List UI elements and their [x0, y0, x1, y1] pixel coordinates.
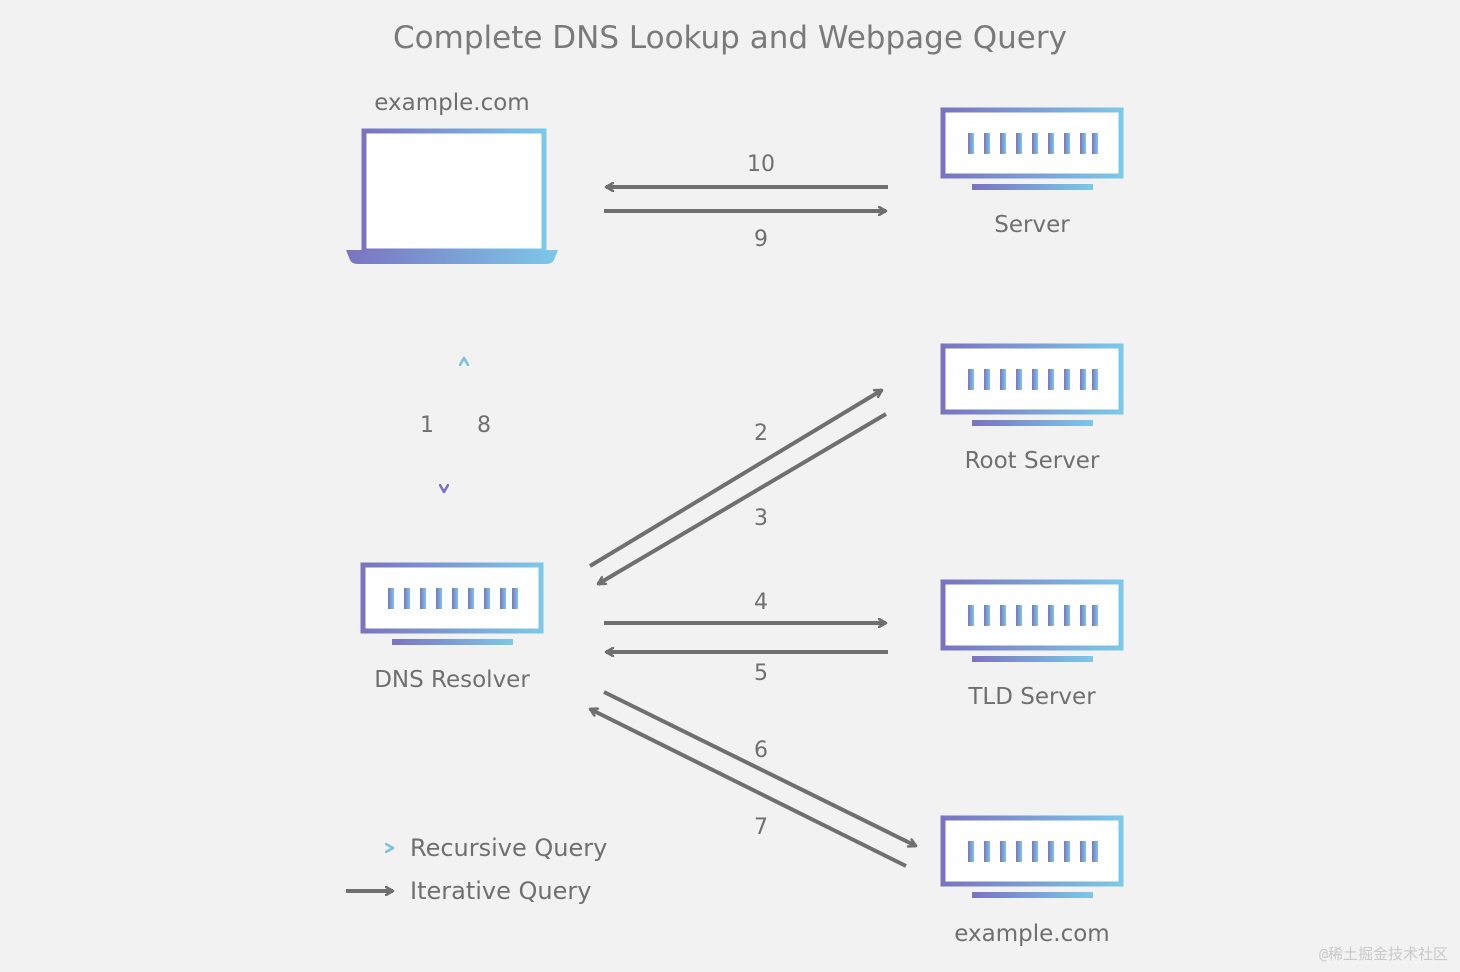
legend-recursive-label: Recursive Query — [410, 834, 607, 862]
watermark: @稀土掘金技术社区 — [1318, 945, 1448, 963]
arrow-step-2 — [588, 388, 882, 568]
dns-resolver-label: DNS Resolver — [374, 667, 530, 693]
step-3-label: 3 — [754, 506, 768, 531]
arrow-step-6 — [603, 690, 916, 848]
step-10-label: 10 — [747, 152, 775, 177]
web-server-icon — [940, 107, 1124, 190]
step-2-label: 2 — [754, 421, 768, 446]
client-label: example.com — [374, 90, 529, 116]
arrow-step-3 — [598, 412, 888, 586]
tld-server-icon — [940, 579, 1124, 662]
step-5-label: 5 — [754, 661, 768, 686]
arrow-step-7 — [590, 707, 907, 868]
root-server-label: Root Server — [965, 448, 1100, 474]
diagram-title: Complete DNS Lookup and Webpage Query — [393, 20, 1067, 56]
authoritative-server-label: example.com — [954, 921, 1109, 947]
step-1-label: 1 — [420, 413, 434, 438]
dns-resolver-icon — [360, 562, 544, 645]
legend: Recursive Query Iterative Query — [346, 834, 607, 905]
root-server-icon — [940, 343, 1124, 426]
web-server-label: Server — [994, 212, 1070, 238]
step-6-label: 6 — [754, 738, 768, 763]
tld-server-label: TLD Server — [967, 684, 1096, 710]
step-9-label: 9 — [754, 227, 768, 252]
legend-iterative-label: Iterative Query — [410, 877, 591, 905]
step-8-label: 8 — [477, 413, 491, 438]
step-7-label: 7 — [754, 815, 768, 840]
laptop-icon — [346, 128, 558, 264]
step-4-label: 4 — [754, 590, 768, 615]
authoritative-server-icon — [940, 815, 1124, 898]
